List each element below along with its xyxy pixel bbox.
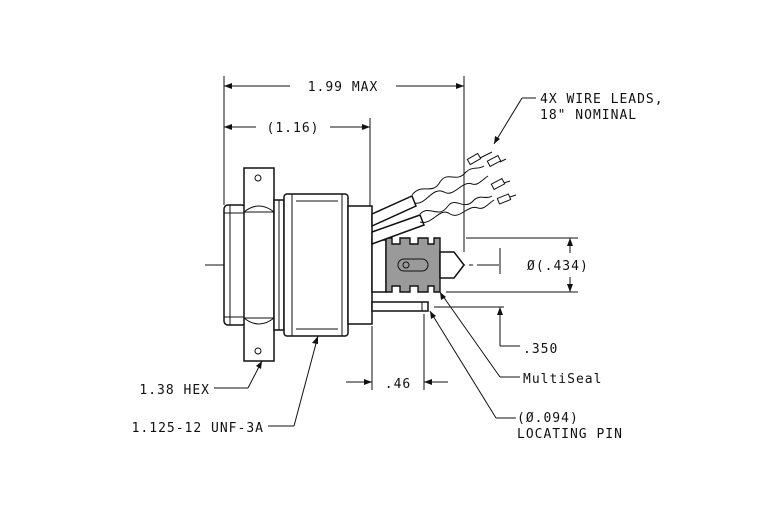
nut-hole-top [254,174,262,182]
wire-leads-label-line1: 4X WIRE LEADS, [540,92,664,107]
locating-pin [371,301,429,312]
dimension-diameter: Ø(.434) [446,237,589,293]
multiseal [371,237,465,293]
hex-callout: 1.38 HEX [139,360,263,398]
locating-pin-label-line2: LOCATING PIN [517,427,623,442]
dimension-pin-offset: .350 [434,306,558,357]
hex-label: 1.38 HEX [139,383,210,398]
wire-terminals [466,151,517,205]
max-length-label: 1.99 MAX [308,80,379,95]
wire-leads [371,151,517,246]
dimension-flange-gap: .46 [346,314,448,392]
body-length-label: (1.16) [267,121,320,136]
hex-nut [243,167,275,362]
wire-leads-label-line2: 18" NOMINAL [540,108,637,123]
diameter-label: Ø(.434) [527,259,589,274]
locating-pin-callout: (Ø.094) LOCATING PIN [429,310,623,442]
thread-label: 1.125-12 UNF-3A [132,421,264,436]
thread-callout: 1.125-12 UNF-3A [132,335,319,436]
pin-offset-label: .350 [523,342,558,357]
rear-body [347,205,373,325]
front-cap [223,204,247,326]
washer [273,199,285,331]
flange-gap-label: .46 [385,377,411,392]
threaded-body [283,193,349,337]
locating-pin-label-line1: (Ø.094) [517,411,579,426]
dimension-max-length: 1.99 MAX [223,76,465,252]
multiseal-label: MultiSeal [523,372,602,387]
wire-leads-callout: 4X WIRE LEADS, 18" NOMINAL [493,92,664,145]
nut-hole-bottom [254,347,262,355]
multiseal-callout: MultiSeal [439,291,602,387]
dimension-body-length: (1.16) [224,118,371,206]
